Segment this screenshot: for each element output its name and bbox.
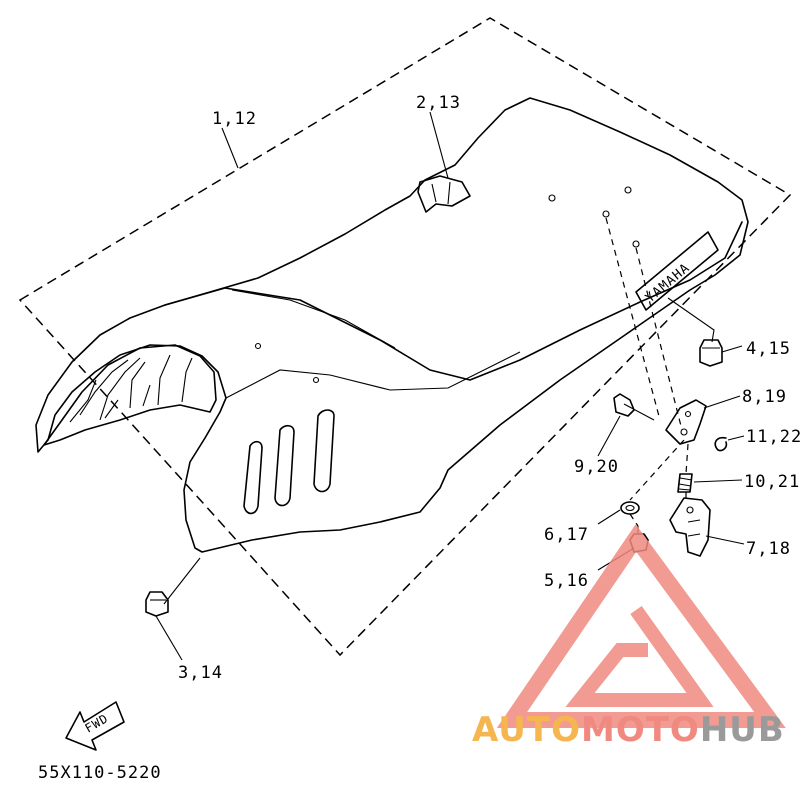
watermark-hub: HUB [700,710,785,750]
assembly-lines [605,217,689,527]
seat-hook [417,175,471,213]
part-code: 55X110-5220 [38,763,162,783]
seat-top-edge [164,221,743,381]
watermark-logo-icon [496,524,786,728]
part-8-bracket [665,399,707,445]
seat-outline [35,97,749,553]
part-7-lock [669,497,711,557]
part-10-spring [677,473,693,493]
callout-6-17: 6,17 [544,525,589,545]
fwd-arrow-icon: FWD [65,701,125,751]
seat-ridge-line [231,289,396,349]
part-9-stud [613,393,655,421]
callout-2-13: 2,13 [416,93,461,113]
callout-7-18: 7,18 [746,539,791,559]
callout-5-16: 5,16 [544,571,589,591]
seat-side-seam [225,351,521,399]
seat: YAMAHA [35,97,749,553]
cavity-inner-line-2 [69,379,151,423]
yamaha-brand-text: YAMAHA [643,261,693,307]
callout-3-14: 3,14 [178,663,223,683]
side-vents [243,409,335,515]
watermark-moto: MOTO [581,710,700,750]
callout-10-21: 10,21 [744,472,800,492]
part-11-clip [714,436,728,452]
seat-holes [254,186,640,384]
watermark-auto: AUTO [472,710,581,750]
watermark-text: AUTOMOTOHUB [472,710,785,750]
callout-11-22: 11,22 [746,427,800,447]
callout-4-15: 4,15 [746,339,791,359]
part-4-damper [699,339,723,367]
callout-1-12: 1,12 [212,109,257,129]
part-3-damper [145,591,169,617]
assembly-boundary [18,17,792,657]
callout-8-19: 8,19 [742,387,787,407]
callout-labels: 1,12 2,13 3,14 4,15 5,16 6,17 7,18 8,19 … [178,93,800,683]
callout-9-20: 9,20 [574,457,619,477]
part-6-collar [620,501,640,515]
seat-front-cavity [43,344,217,446]
cavity-inner-line-1 [79,354,193,421]
